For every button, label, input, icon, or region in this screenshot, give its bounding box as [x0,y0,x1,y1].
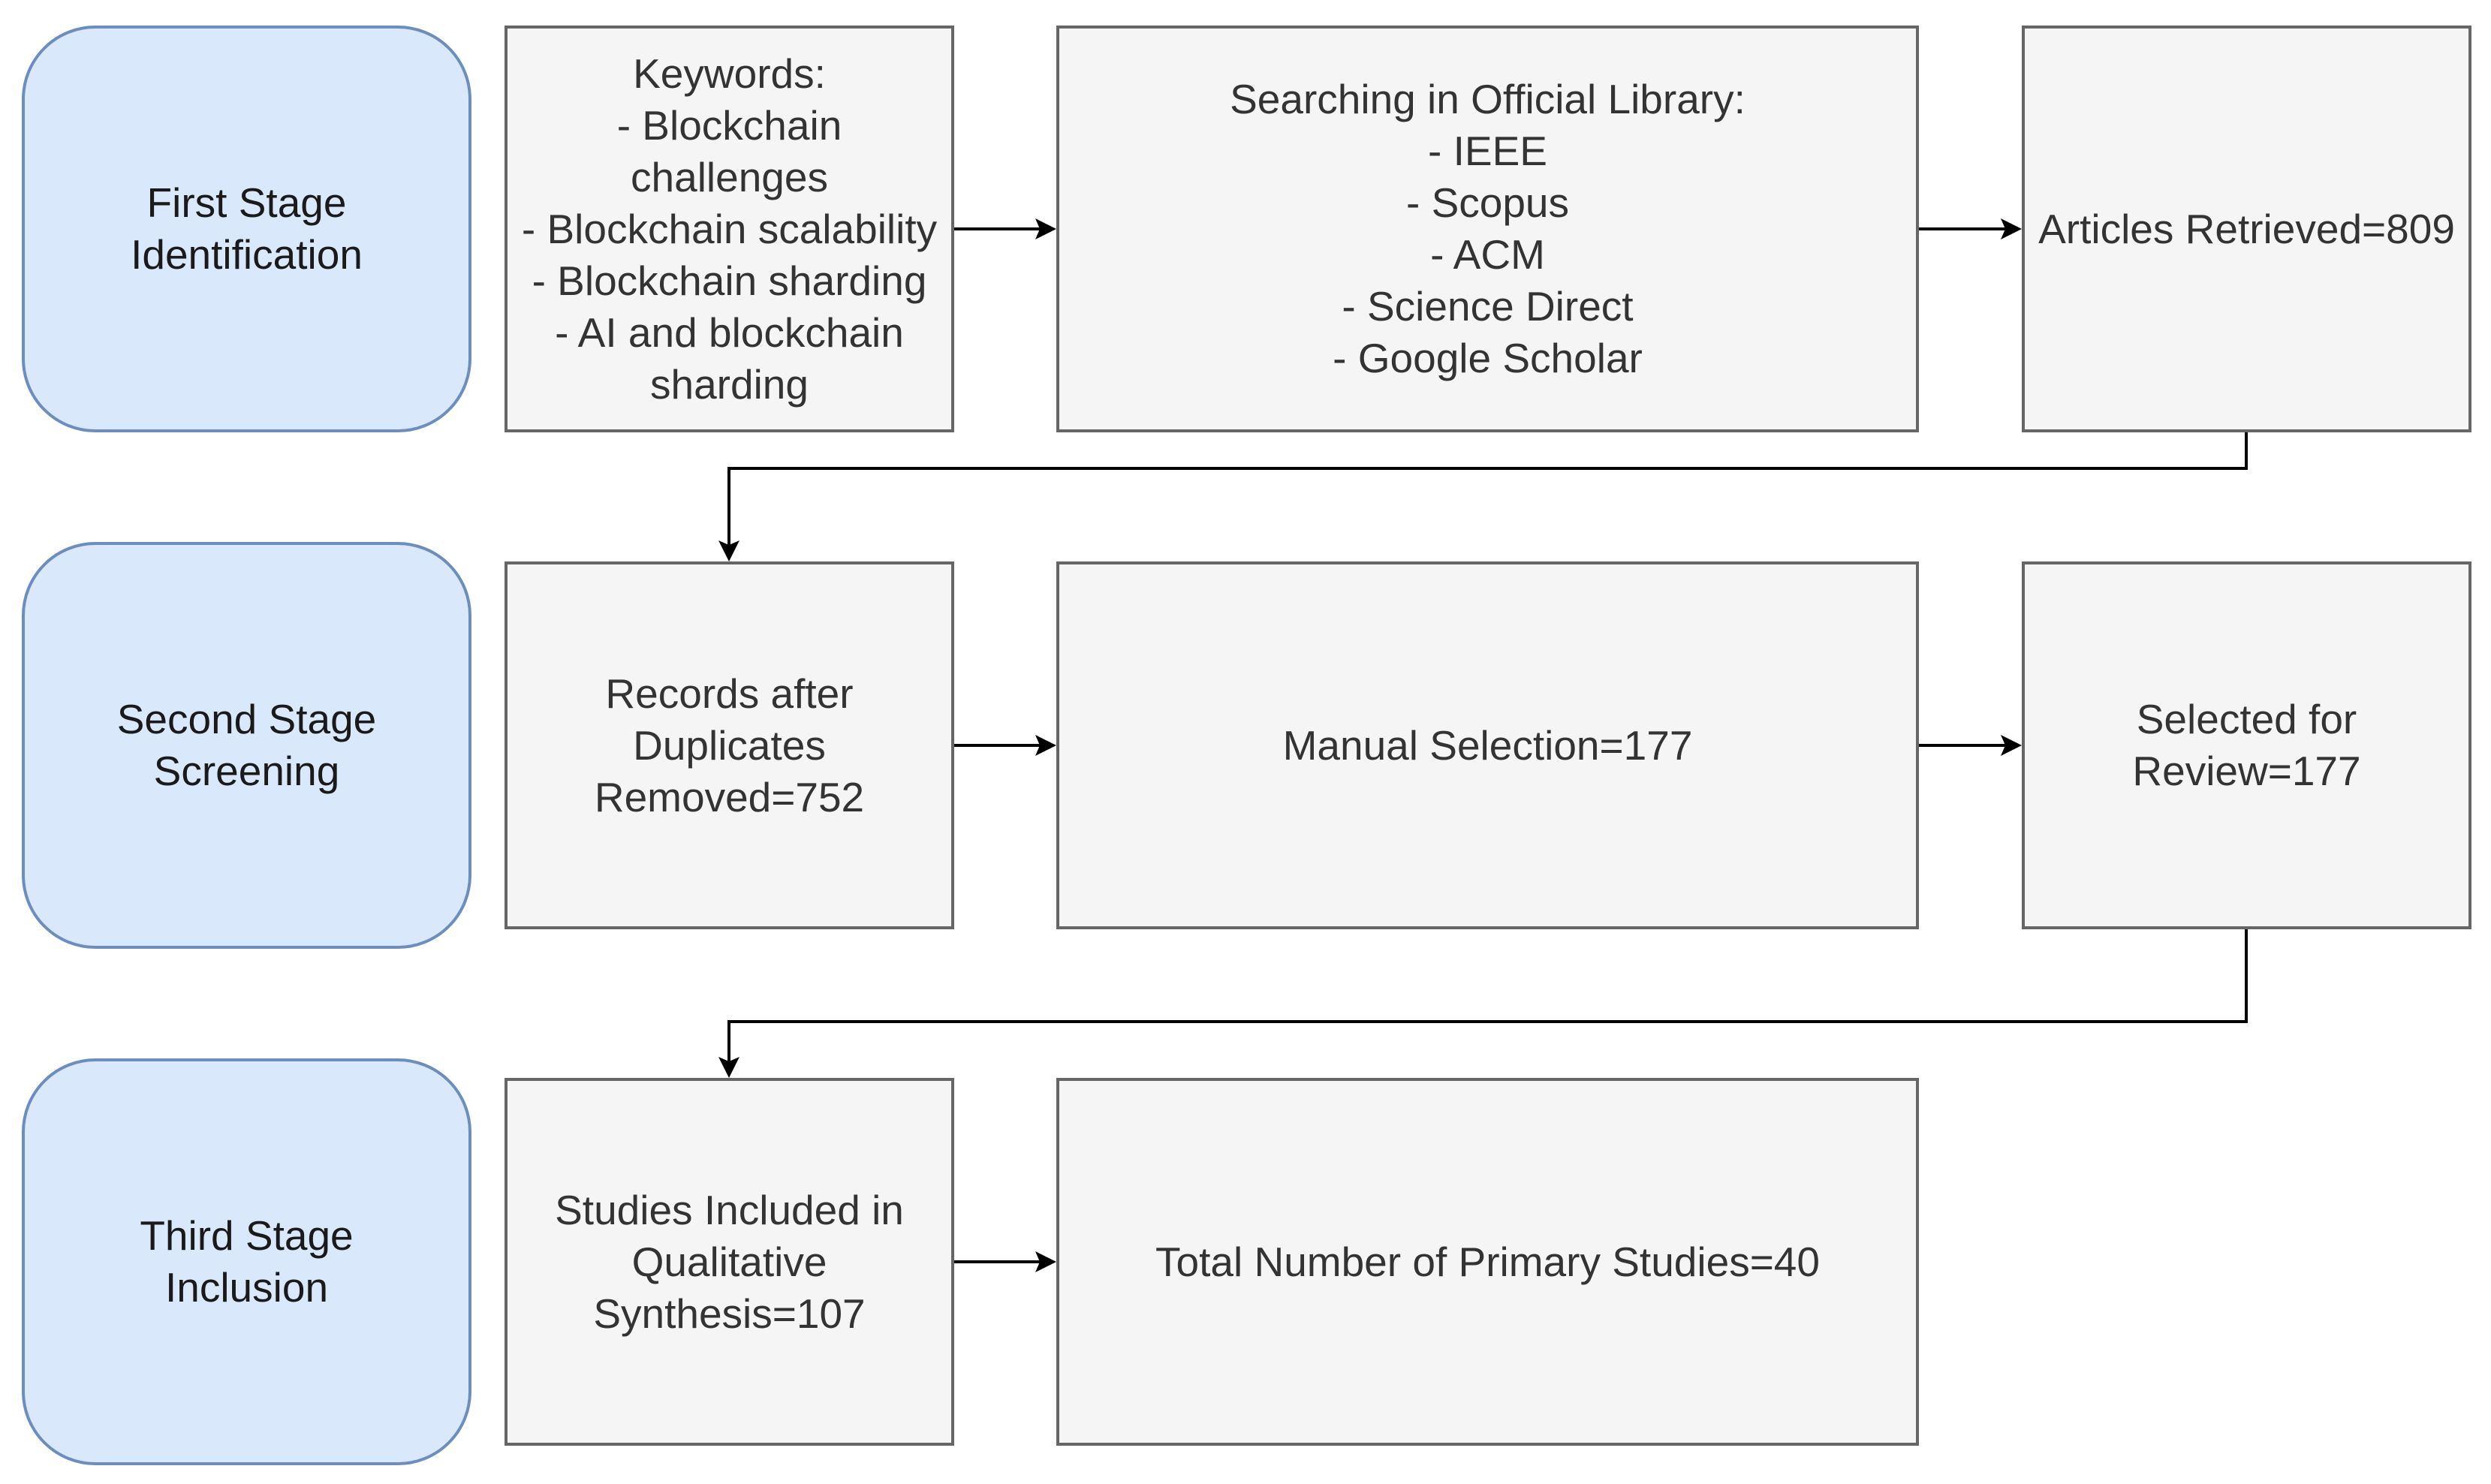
primary-studies-box: Total Number of Primary Studies=40 [1056,1078,1919,1446]
articles-retrieved-box: Articles Retrieved=809 [2022,26,2471,432]
arrow-articles-to-duplicates [718,432,2248,561]
stage-third-inclusion: Third Stage Inclusion [22,1058,471,1465]
manual-selection-text: Manual Selection=177 [1282,721,1693,769]
qualitative-synthesis-box: Studies Included in Qualitative Synthesi… [505,1078,954,1446]
primary-studies-text: Total Number of Primary Studies=40 [1155,1238,1820,1285]
library-search-box: Searching in Official Library: - IEEE - … [1056,26,1919,432]
qualitative-synthesis-text: Studies Included in Qualitative Synthesi… [555,1186,904,1337]
selected-for-review-box: Selected for Review=177 [2022,561,2471,929]
duplicates-removed-box: Records after Duplicates Removed=752 [505,561,954,929]
stage-first-label: First Stage Identification [131,179,363,278]
arrow-selected-to-synthesis [718,929,2248,1078]
stage-second-label: Second Stage Screening [116,696,377,794]
keywords-box: Keywords: - Blockchain challenges - Bloc… [505,26,954,432]
arrow-manual-to-selected [1919,735,2022,756]
selected-for-review-text: Selected for Review=177 [2132,696,2361,794]
duplicates-removed-text: Records after Duplicates Removed=752 [594,670,865,820]
arrow-library-to-articles [1919,218,2022,239]
arrow-synthesis-to-primary [954,1251,1056,1272]
library-search-text: Searching in Official Library: - IEEE - … [1230,76,1746,381]
stage-second-screening: Second Stage Screening [22,542,471,949]
keywords-text: Keywords: - Blockchain challenges - Bloc… [521,50,938,408]
articles-retrieved-text: Articles Retrieved=809 [2038,205,2455,252]
stage-first-identification: First Stage Identification [22,26,471,432]
stage-third-label: Third Stage Inclusion [140,1212,354,1311]
arrow-duplicates-to-manual [954,735,1056,756]
manual-selection-box: Manual Selection=177 [1056,561,1919,929]
arrow-keywords-to-library [954,218,1056,239]
